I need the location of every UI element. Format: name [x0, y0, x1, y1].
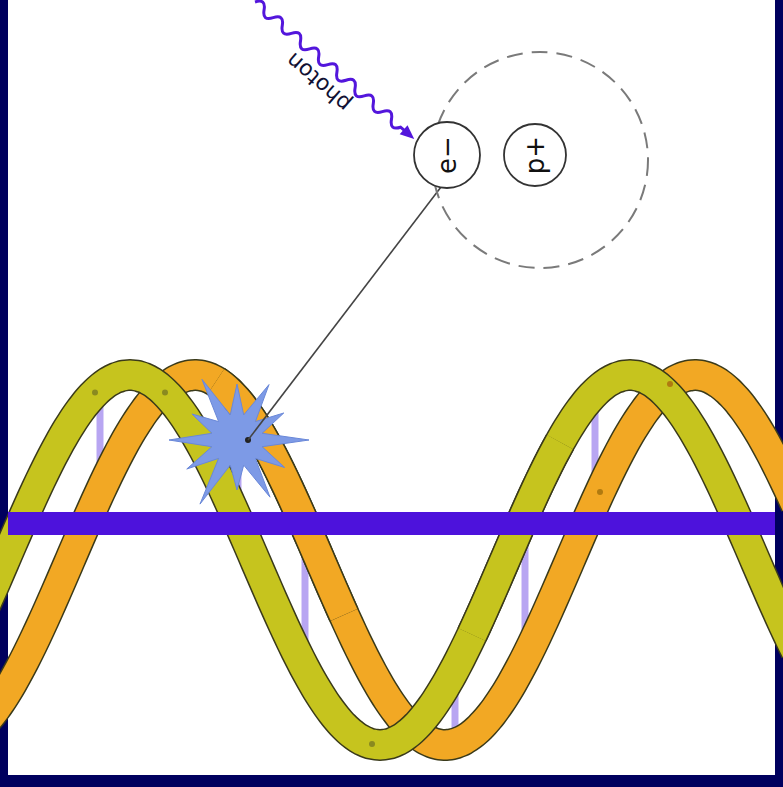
- green-strand: [0, 375, 783, 745]
- strand-dot: [597, 489, 603, 495]
- strand-dot: [369, 741, 375, 747]
- damage-burst: [169, 379, 309, 504]
- particle-circle: e−: [412, 120, 482, 190]
- green-strand-front-outline: [472, 442, 560, 634]
- orange-strand: [0, 375, 783, 745]
- particle-circle: p+: [502, 122, 568, 188]
- photon-label: photon: [282, 48, 355, 115]
- particle-symbol: e−: [434, 136, 460, 174]
- photon-wave: [251, 0, 418, 143]
- strand-dot: [667, 381, 673, 387]
- electron-path: [248, 187, 441, 440]
- particle-symbol: p+: [522, 136, 548, 174]
- green-strand-outline: [0, 375, 783, 745]
- dna-helix: [0, 375, 783, 747]
- strand-dot: [162, 390, 168, 396]
- strand-dot: [92, 390, 98, 396]
- orange-strand-outline: [0, 375, 783, 745]
- green-strand-front: [472, 442, 560, 634]
- axis-bar: [8, 512, 775, 535]
